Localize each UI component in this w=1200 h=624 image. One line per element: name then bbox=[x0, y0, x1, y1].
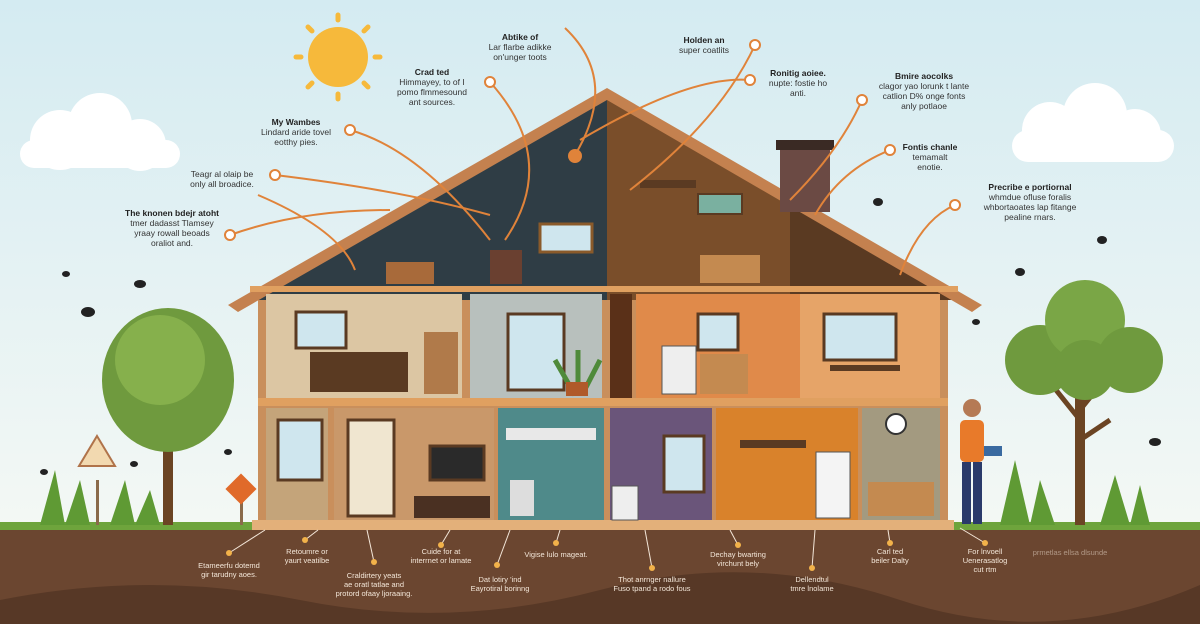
ground-label: prmetlas ellsa dlsunde bbox=[1033, 548, 1108, 557]
sun-icon bbox=[293, 12, 383, 102]
person-with-tablet bbox=[960, 399, 1002, 524]
floor-divider bbox=[258, 398, 948, 406]
insect-icons bbox=[40, 198, 1161, 475]
ground-label: Vigise lulo mageat. bbox=[524, 550, 587, 559]
chimney bbox=[780, 150, 830, 212]
bushes bbox=[40, 460, 1150, 525]
foundation bbox=[252, 520, 954, 530]
cloud-right bbox=[1012, 83, 1174, 162]
chimney-cap bbox=[776, 140, 834, 150]
tree-right bbox=[1005, 280, 1163, 525]
attic-floor bbox=[250, 286, 958, 292]
furnishings bbox=[276, 180, 934, 521]
soil-layer bbox=[0, 572, 1200, 624]
stairwell bbox=[610, 294, 632, 398]
tree-left bbox=[102, 308, 234, 525]
cloud-left bbox=[20, 93, 180, 171]
diamond-sign-icon bbox=[225, 473, 257, 525]
warning-sign-icon bbox=[77, 434, 117, 525]
callout-connectors bbox=[224, 27, 988, 571]
